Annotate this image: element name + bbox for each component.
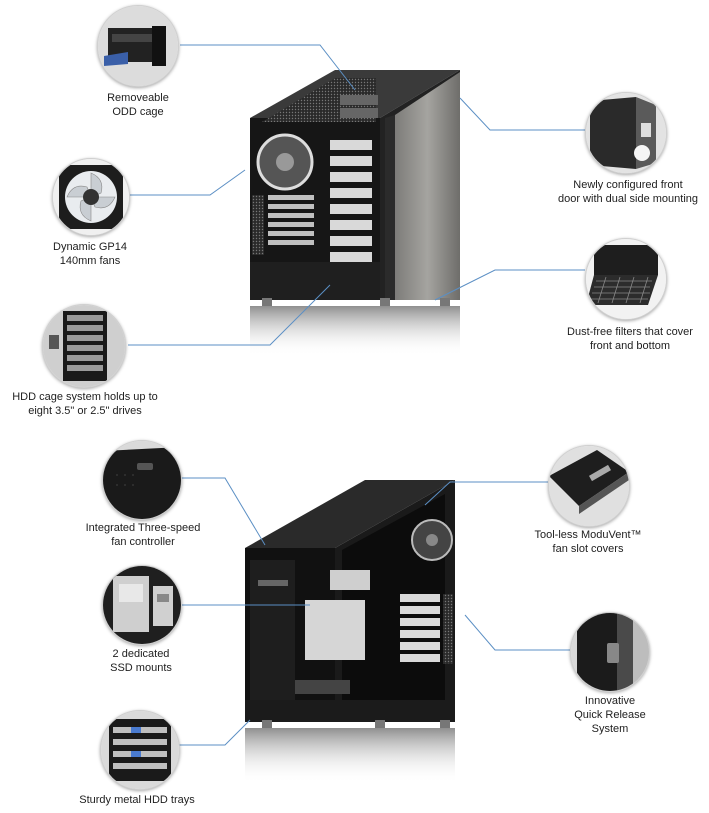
front-door-icon (585, 92, 667, 174)
moduvent-label: Tool-less ModuVent™ fan slot covers (534, 529, 642, 555)
fans-label: Dynamic GP14 140mm fans (53, 241, 127, 267)
odd-cage-label: Removeable ODD cage (107, 92, 169, 118)
quick-release-icon (570, 612, 650, 692)
ssd-mounts-label: 2 dedicated SSD mounts (110, 648, 172, 674)
dust-filter-icon (585, 238, 667, 320)
fan-controller-icon (102, 440, 182, 520)
ssd-mount-icon (102, 565, 182, 645)
quick-release-label: Innovative Quick Release System (574, 695, 646, 735)
fan-controller-label: Integrated Three-speed fan controller (85, 522, 201, 548)
hdd-cage-label: HDD cage system holds up to eight 3.5" o… (12, 391, 158, 417)
hdd-cage-icon (42, 304, 126, 388)
case-bottom (245, 480, 455, 783)
case-top (250, 70, 460, 356)
odd-cage-icon (97, 5, 179, 87)
moduvent-icon (548, 445, 630, 527)
leader-lines (128, 44, 585, 746)
hdd-trays-label: Sturdy metal HDD trays (79, 794, 195, 806)
filters-label: Dust-free filters that cover front and b… (567, 326, 693, 352)
front-door-label: Newly configured front door with dual si… (557, 179, 699, 205)
hdd-tray-icon (100, 710, 180, 790)
fan-icon (52, 158, 130, 236)
